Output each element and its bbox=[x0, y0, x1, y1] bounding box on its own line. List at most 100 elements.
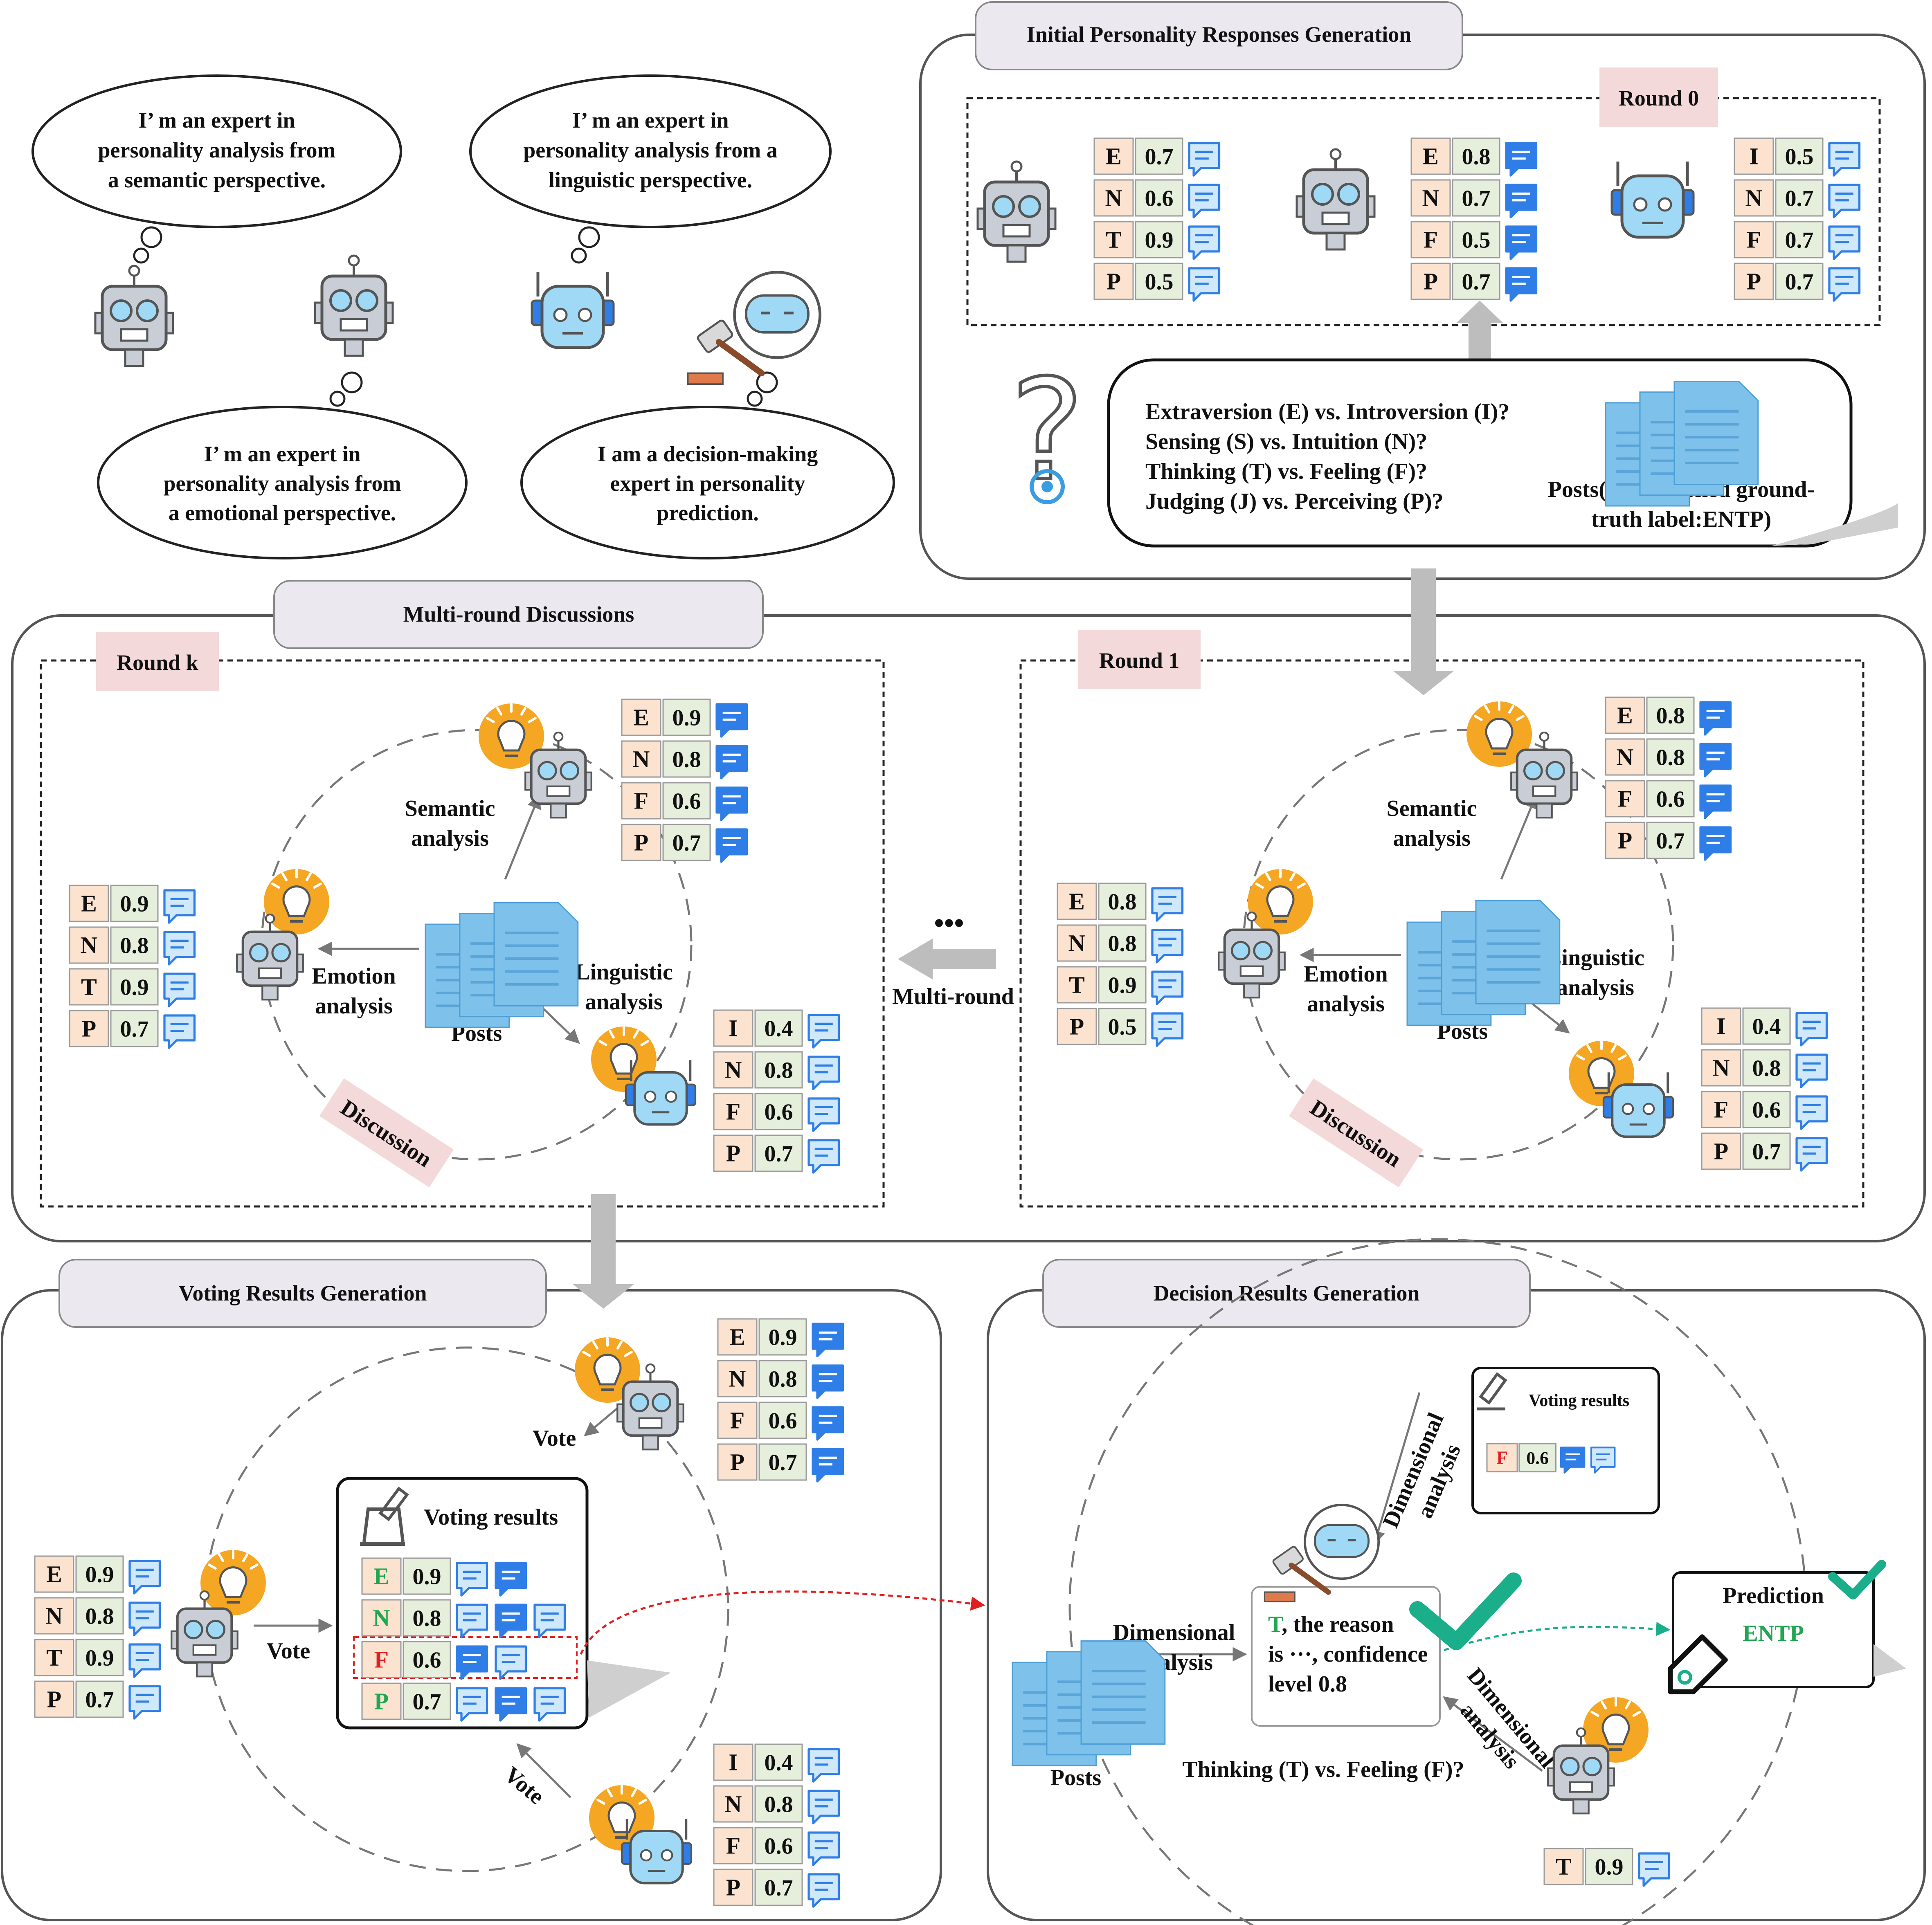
chat-icon bbox=[807, 1056, 840, 1090]
voting-pen-icon bbox=[360, 1487, 409, 1546]
round-k-linguistic-robot bbox=[625, 1060, 697, 1126]
svg-text:?: ? bbox=[1010, 350, 1084, 512]
score-row: N 0.8 bbox=[1605, 738, 1732, 777]
voting-top-robot bbox=[616, 1363, 684, 1451]
round-k-semantic-bulb bbox=[479, 703, 544, 769]
chat-icon bbox=[807, 1873, 840, 1908]
cell-letter: N bbox=[1105, 184, 1122, 211]
cell-letter: F bbox=[374, 1646, 389, 1673]
cell-value: 0.5 bbox=[1108, 1014, 1137, 1040]
cell-letter: F bbox=[730, 1407, 744, 1433]
cell-value: 0.7 bbox=[85, 1687, 114, 1712]
prediction-label: Prediction bbox=[1723, 1583, 1824, 1608]
voting-title: Voting Results Generation bbox=[178, 1281, 427, 1305]
cloud-linguistic-line3: linguistic perspective. bbox=[549, 168, 752, 192]
chat-icon bbox=[495, 1562, 527, 1597]
cell-value: 0.5 bbox=[1785, 144, 1814, 169]
initial-header bbox=[975, 1, 1463, 70]
cell-letter: N bbox=[46, 1602, 63, 1629]
cell-letter: T bbox=[81, 973, 97, 1000]
decision-posts-label: Posts bbox=[1050, 1765, 1101, 1790]
round-1-semantic-bulb bbox=[1466, 701, 1532, 767]
chat-icon bbox=[163, 1014, 196, 1049]
cloud-semantic-line3: a semantic perspective. bbox=[108, 168, 326, 192]
initial-robot-3 bbox=[1610, 162, 1695, 239]
round-1-semantic-robot bbox=[1510, 731, 1578, 819]
question-2: Sensing (S) vs. Intuition (N)? bbox=[1145, 429, 1427, 454]
cell-value: 0.7 bbox=[769, 1450, 797, 1475]
cell-value: 0.7 bbox=[765, 1141, 793, 1166]
cell-value: 0.9 bbox=[413, 1564, 441, 1589]
cloud-linguistic: I’ m an expert in personality analysis f… bbox=[469, 74, 832, 264]
cell-letter: N bbox=[1617, 743, 1634, 770]
reason-line2: is ···, confidence bbox=[1268, 1642, 1428, 1667]
ellipsis-dots: ••• bbox=[934, 907, 964, 939]
chat-icon bbox=[812, 1364, 844, 1399]
cell-value: 0.9 bbox=[1145, 227, 1174, 253]
decision-agent-robot bbox=[1547, 1727, 1615, 1815]
chat-icon bbox=[1699, 701, 1732, 736]
green-dotted-flow bbox=[1444, 1622, 1671, 1651]
cell-letter: I bbox=[1716, 1013, 1726, 1039]
chat-icon bbox=[1505, 142, 1538, 177]
chat-icon bbox=[1795, 1053, 1828, 1088]
posts-caption-line2: truth label:ENTP) bbox=[1591, 507, 1771, 532]
reason-line1: T, the reason bbox=[1268, 1612, 1394, 1637]
cell-value: 0.6 bbox=[413, 1647, 441, 1673]
round-k-linguistic-1: Linguistic bbox=[575, 959, 673, 985]
cell-value: 0.6 bbox=[1752, 1097, 1781, 1123]
cell-value: 0.8 bbox=[1656, 745, 1685, 770]
cell-value: 0.8 bbox=[1108, 889, 1137, 914]
voting-bottom-robot bbox=[621, 1819, 693, 1885]
round-k-emotion-bulb bbox=[264, 869, 329, 934]
round-k-box bbox=[40, 659, 885, 1208]
cell-value: 0.7 bbox=[1656, 828, 1685, 854]
chat-icon bbox=[1828, 267, 1861, 302]
chat-icon bbox=[128, 1560, 161, 1595]
cell-letter: E bbox=[633, 704, 649, 730]
cell-letter: N bbox=[729, 1365, 746, 1392]
cell-value: 0.6 bbox=[672, 788, 701, 814]
initial-title: Initial Personality Responses Generation bbox=[1027, 22, 1412, 47]
cell-value: 0.9 bbox=[85, 1645, 114, 1671]
voting-left-bulb bbox=[200, 1550, 266, 1615]
cell-value: 0.4 bbox=[1752, 1014, 1781, 1039]
round-1-tag bbox=[1078, 630, 1201, 689]
cell-letter: F bbox=[1747, 226, 1761, 253]
round-1-emotion-1: Emotion bbox=[1304, 961, 1388, 987]
cloud-decision: I am a decision-making expert in persona… bbox=[520, 371, 895, 559]
cell-value: 0.8 bbox=[672, 747, 701, 772]
cell-letter: P bbox=[1070, 1013, 1084, 1040]
cell-value: 0.9 bbox=[1595, 1854, 1624, 1880]
cell-letter: P bbox=[1107, 268, 1121, 294]
vote-arrow-bottom bbox=[516, 1743, 571, 1798]
chat-icon bbox=[456, 1604, 488, 1638]
up-arrow-to-round0 bbox=[1456, 301, 1503, 360]
cell-letter: T bbox=[1069, 971, 1085, 998]
chat-icon bbox=[807, 1831, 840, 1866]
cell-value: 0.9 bbox=[769, 1325, 797, 1350]
prediction-check-icon bbox=[1828, 1560, 1886, 1599]
cell-value: 0.9 bbox=[85, 1562, 114, 1587]
cell-letter: E bbox=[1617, 702, 1633, 728]
chat-icon bbox=[807, 1748, 840, 1783]
cloud-emotional-line3: a emotional perspective. bbox=[169, 501, 396, 525]
question-3: Thinking (T) vs. Feeling (F)? bbox=[1145, 459, 1427, 484]
chat-icon bbox=[1505, 267, 1538, 302]
